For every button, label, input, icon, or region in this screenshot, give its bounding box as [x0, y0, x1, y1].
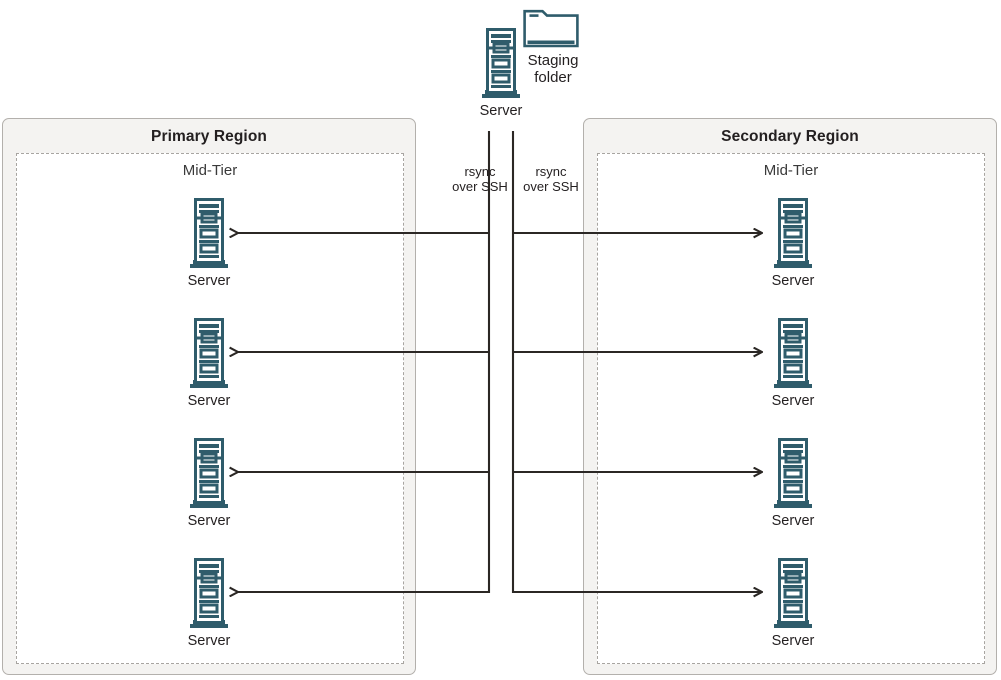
- server-icon: [748, 318, 838, 390]
- staging-folder-label: Staging folder: [527, 52, 579, 86]
- connection-label-left: rsync over SSH: [452, 164, 508, 194]
- server-label: Server: [187, 393, 231, 409]
- server-label: Server: [187, 513, 231, 529]
- server-icon: [748, 438, 838, 510]
- primary-server-3: Server: [164, 438, 254, 529]
- server-icon: [748, 558, 838, 630]
- server-label: Server: [187, 633, 231, 649]
- server-icon: [164, 558, 254, 630]
- connection-label-right: rsync over SSH: [523, 164, 579, 194]
- secondary-server-1: Server: [748, 198, 838, 289]
- primary-server-1: Server: [164, 198, 254, 289]
- secondary-server-2: Server: [748, 318, 838, 409]
- folder-icon: [508, 6, 598, 50]
- server-label: Server: [771, 393, 815, 409]
- server-label: Server: [187, 273, 231, 289]
- staging-server-node: Server: [456, 28, 546, 119]
- secondary-server-3: Server: [748, 438, 838, 529]
- server-icon: [164, 438, 254, 510]
- server-label: Server: [771, 513, 815, 529]
- region-primary-mid-tier-title: Mid-Tier: [182, 162, 238, 179]
- server-label: Server: [771, 273, 815, 289]
- server-icon: [164, 318, 254, 390]
- region-secondary-mid-tier-title: Mid-Tier: [763, 162, 819, 179]
- primary-server-2: Server: [164, 318, 254, 409]
- region-secondary-title: Secondary Region: [721, 128, 859, 145]
- secondary-server-4: Server: [748, 558, 838, 649]
- staging-server-label: Server: [479, 103, 523, 119]
- server-icon: [748, 198, 838, 270]
- primary-server-4: Server: [164, 558, 254, 649]
- server-icon: [456, 28, 546, 100]
- server-label: Server: [771, 633, 815, 649]
- region-primary-title: Primary Region: [151, 128, 267, 145]
- server-icon: [164, 198, 254, 270]
- staging-folder-node: [508, 6, 598, 50]
